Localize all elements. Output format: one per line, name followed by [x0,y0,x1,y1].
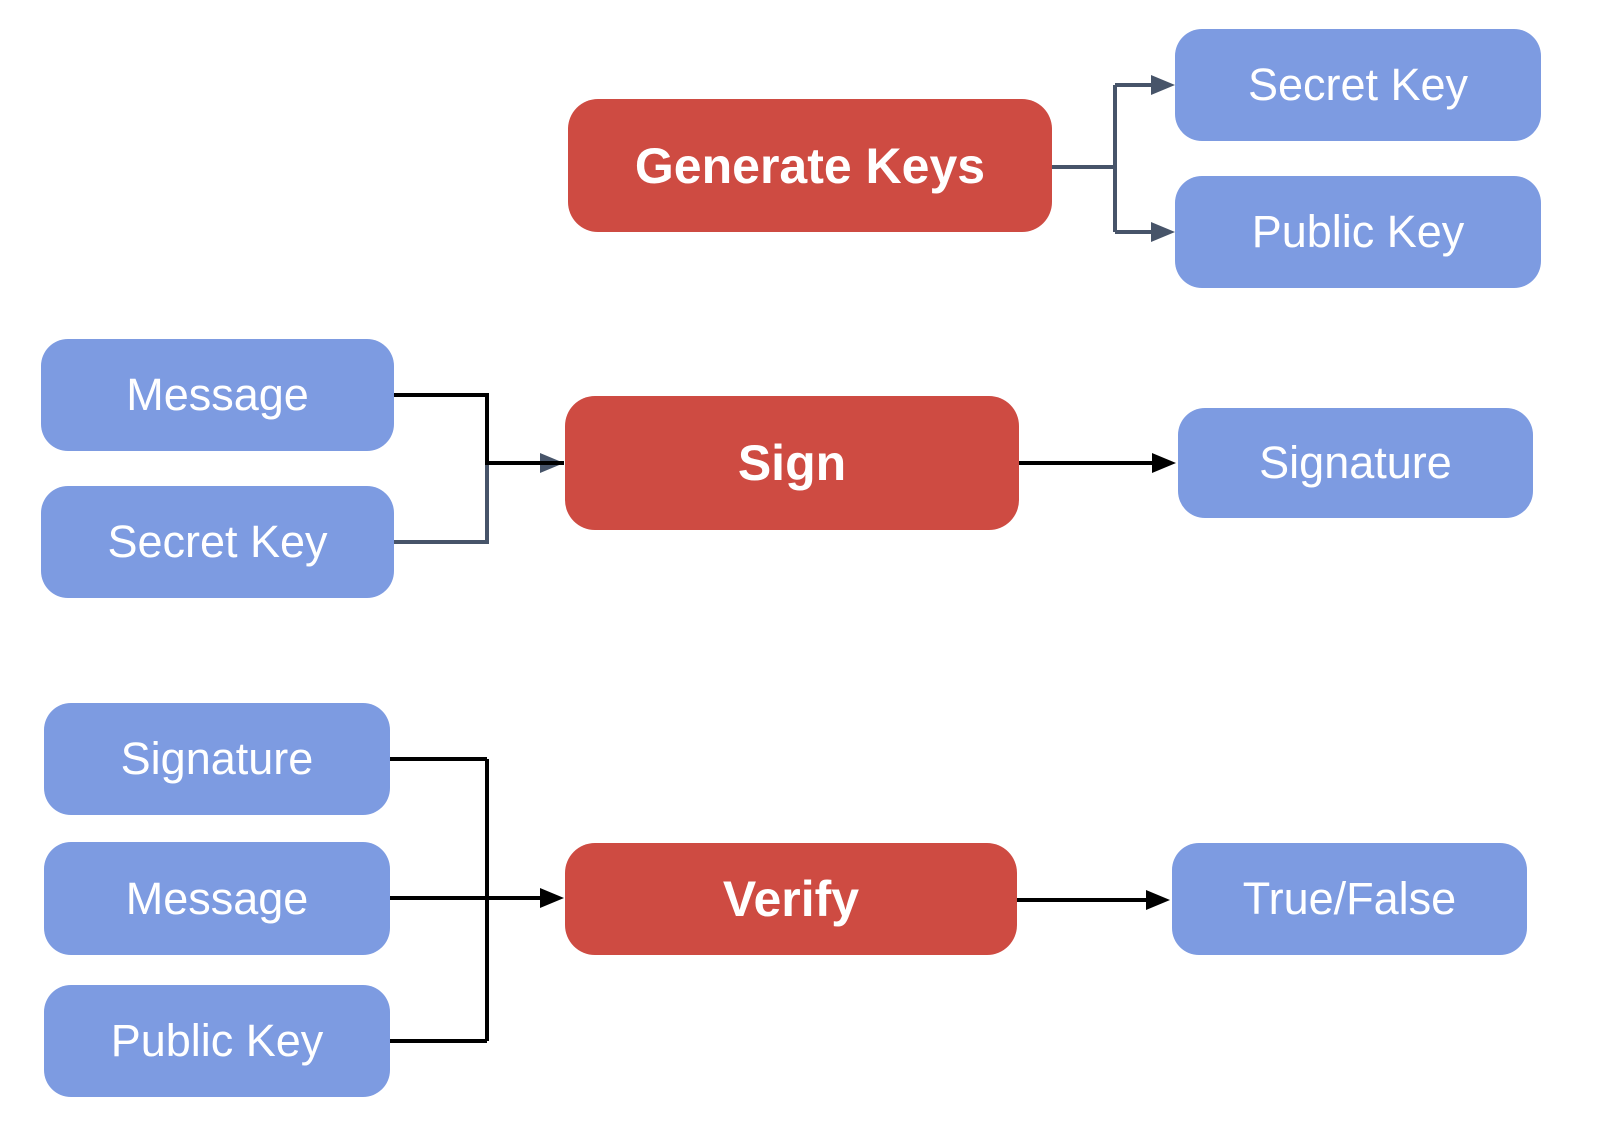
node-sign-input-message: Message [41,339,394,451]
node-sign-input-secret-key: Secret Key [41,486,394,598]
arrowhead-icon [1151,222,1175,242]
node-generate-keys: Generate Keys [568,99,1052,232]
node-generated-public-key: Public Key [1175,176,1541,288]
node-verify: Verify [565,843,1017,955]
node-label: True/False [1242,873,1457,924]
edge-message-to-sign [394,393,564,465]
node-generated-secret-key: Secret Key [1175,29,1541,141]
node-label: Generate Keys [634,137,986,194]
node-label: Public Key [1251,206,1465,257]
node-verify-input-public-key: Public Key [44,985,390,1097]
arrowhead-icon [1146,890,1170,910]
arrowhead-icon [1152,453,1176,473]
arrowhead-icon [1151,75,1175,95]
node-verify-output-true-false: True/False [1172,843,1527,955]
node-label: Sign [737,435,847,491]
node-label: Secret Key [107,516,328,567]
node-sign: Sign [565,396,1019,530]
node-label: Signature [1259,437,1452,488]
node-verify-input-message: Message [44,842,390,955]
edge-secret-key-to-sign [394,461,540,544]
node-label: Message [126,369,309,420]
node-label: Message [125,872,309,924]
node-label: Signature [120,733,314,784]
node-verify-input-signature: Signature [44,703,390,815]
node-sign-output-signature: Signature [1178,408,1533,518]
node-label: Verify [722,871,860,927]
node-label: Public Key [110,1015,324,1066]
node-label: Secret Key [1247,59,1469,110]
arrowhead-icon [540,888,564,908]
